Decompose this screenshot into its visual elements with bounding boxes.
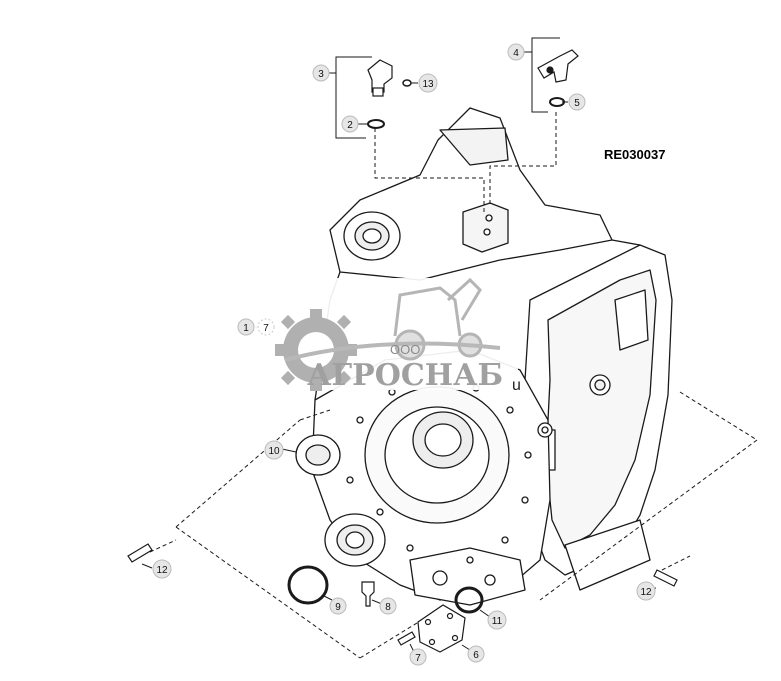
transmission-housing	[295, 107, 673, 606]
dowel-pin-right	[653, 569, 678, 587]
callout-12a: 12	[152, 559, 172, 579]
seal-ring-9	[287, 565, 329, 605]
callout-12b: 12	[636, 581, 656, 601]
svg-text:4: 4	[513, 48, 519, 59]
o-ring-2	[367, 119, 385, 129]
watermark-prefix: ООО	[390, 342, 420, 357]
assembly-lines	[149, 112, 758, 659]
svg-text:2: 2	[347, 120, 353, 131]
svg-text:9: 9	[335, 602, 341, 613]
svg-text:7: 7	[263, 323, 269, 334]
fitting-8	[361, 581, 375, 607]
callout-8: 8	[379, 597, 397, 615]
callout-13: 13	[418, 73, 438, 93]
callout-1: 1	[237, 318, 255, 336]
svg-text:1: 1	[243, 323, 249, 334]
svg-text:12: 12	[156, 565, 168, 576]
cover-plate-6	[417, 604, 466, 653]
callout-5: 5	[568, 93, 586, 111]
callout-6: 6	[467, 645, 485, 663]
dowel-pin-left	[127, 543, 153, 563]
svg-text:10: 10	[268, 446, 280, 457]
svg-text:13: 13	[422, 79, 434, 90]
callout-4: 4	[507, 43, 525, 61]
elbow-fitting	[367, 59, 393, 97]
callout-7a: 7	[409, 648, 427, 666]
callouts: 1 2 3 4 5 6 7 7	[152, 43, 656, 666]
svg-text:12: 12	[640, 587, 652, 598]
callout-2: 2	[341, 115, 359, 133]
callout-10: 10	[264, 440, 284, 460]
o-ring-13	[402, 79, 412, 87]
callout-3: 3	[312, 64, 330, 82]
swoosh-decor	[284, 341, 501, 362]
o-ring-5	[549, 97, 565, 107]
o-ring-11	[454, 586, 484, 614]
callout-9: 9	[329, 597, 347, 615]
figure-reference-code: RE030037	[604, 147, 665, 162]
svg-text:6: 6	[473, 650, 479, 661]
watermark: ООО АГРОСНАБ u	[246, 277, 521, 394]
watermark-trailing-char: u	[512, 377, 521, 394]
svg-text:5: 5	[574, 98, 580, 109]
gear-icon	[275, 309, 357, 391]
callout-7b: 7	[257, 318, 275, 336]
svg-text:8: 8	[385, 602, 391, 613]
svg-text:11: 11	[492, 616, 503, 627]
svg-text:7: 7	[415, 653, 421, 664]
tee-fitting	[537, 49, 579, 83]
watermark-company-name: АГРОСНАБ	[307, 358, 503, 393]
cap-screw-7	[397, 631, 416, 646]
callout-11: 11	[487, 610, 507, 630]
svg-text:3: 3	[318, 69, 324, 80]
group-brackets	[327, 37, 560, 139]
